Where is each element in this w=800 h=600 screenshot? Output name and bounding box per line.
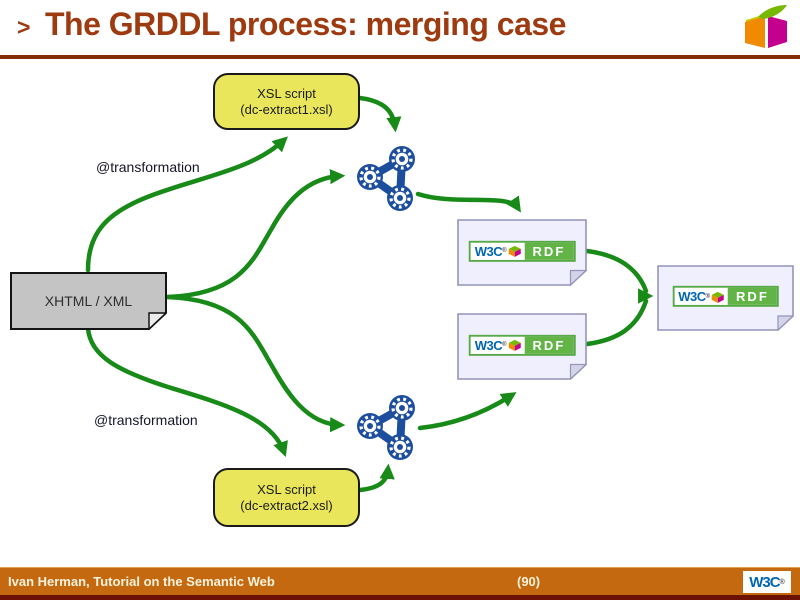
arrow-source-to-xsl2 [85,325,288,458]
xsl-script-1-line2: (dc-extract1.xsl) [240,101,333,117]
arrow-source-to-xsl1 [85,136,288,273]
rdf-logo-text: RDF [728,287,777,305]
rdf-logo-text: RDF [524,336,574,354]
rdf-logo-text: RDF [524,242,574,260]
w3c-rdf-logo: W3C® RDF [672,285,779,307]
mini-cube-icon [508,339,521,351]
page-number: (90) [517,574,541,589]
w3c-logo: W3C® [743,571,791,593]
arrow-rdf-top-to-merged [584,248,649,294]
arrow-source-to-molecule-bottom [165,294,346,433]
w3c-badge-mark: ® [779,578,785,586]
transformation-label-bottom: @transformation [94,412,198,428]
rdf-document-top: W3C® RDF [457,219,587,286]
xsl-script-2-line1: XSL script [257,481,316,497]
arrow-molecule-to-rdf-top [415,191,521,213]
rdf-molecule-icon [357,146,415,211]
w3c-rdf-logo: W3C® RDF [468,334,576,356]
w3c-logo-text: W3C [474,337,503,353]
w3c-logo-mark: ® [705,293,711,300]
w3c-logo-text: W3C [678,288,706,304]
w3c-badge-text: W3C [749,573,780,591]
xhtml-source-label: XHTML / XML [44,293,133,309]
arrow-molecule-to-rdf-bottom [417,392,517,431]
w3c-logo-mark: ® [502,341,507,348]
mini-cube-icon [712,291,725,303]
rdf-document-bottom: W3C® RDF [457,313,587,380]
slide-header: > The GRDDL process: merging case [0,0,800,55]
page-title: The GRDDL process: merging case [45,6,566,42]
header-rule [0,55,800,59]
arrow-xsl2-to-molecule [357,463,395,493]
xsl-script-1-box: XSL script (dc-extract1.xsl) [213,73,360,130]
semantic-web-cube-icon [745,5,787,48]
xhtml-source-document: XHTML / XML [10,272,167,330]
xsl-script-1-line1: XSL script [257,85,316,101]
transformation-label-top: @transformation [96,159,200,175]
rdf-molecule-icon [357,395,415,460]
xsl-script-2-box: XSL script (dc-extract2.xsl) [213,468,360,527]
arrow-rdf-bottom-to-merged [584,298,649,347]
footer-credit: Ivan Herman, Tutorial on the Semantic We… [8,574,275,589]
xsl-script-2-line2: (dc-extract2.xsl) [240,497,333,513]
w3c-logo-mark: ® [502,247,507,254]
w3c-logo-text: W3C [474,243,503,259]
bottom-strip [0,595,800,600]
rdf-document-merged: W3C® RDF [657,265,794,331]
footer: Ivan Herman, Tutorial on the Semantic We… [0,567,800,595]
title-bullet: > [17,14,31,40]
w3c-rdf-logo: W3C® RDF [468,240,576,262]
arrow-source-to-molecule-top [165,168,346,300]
mini-cube-icon [508,245,521,257]
arrow-xsl1-to-molecule [357,95,402,133]
